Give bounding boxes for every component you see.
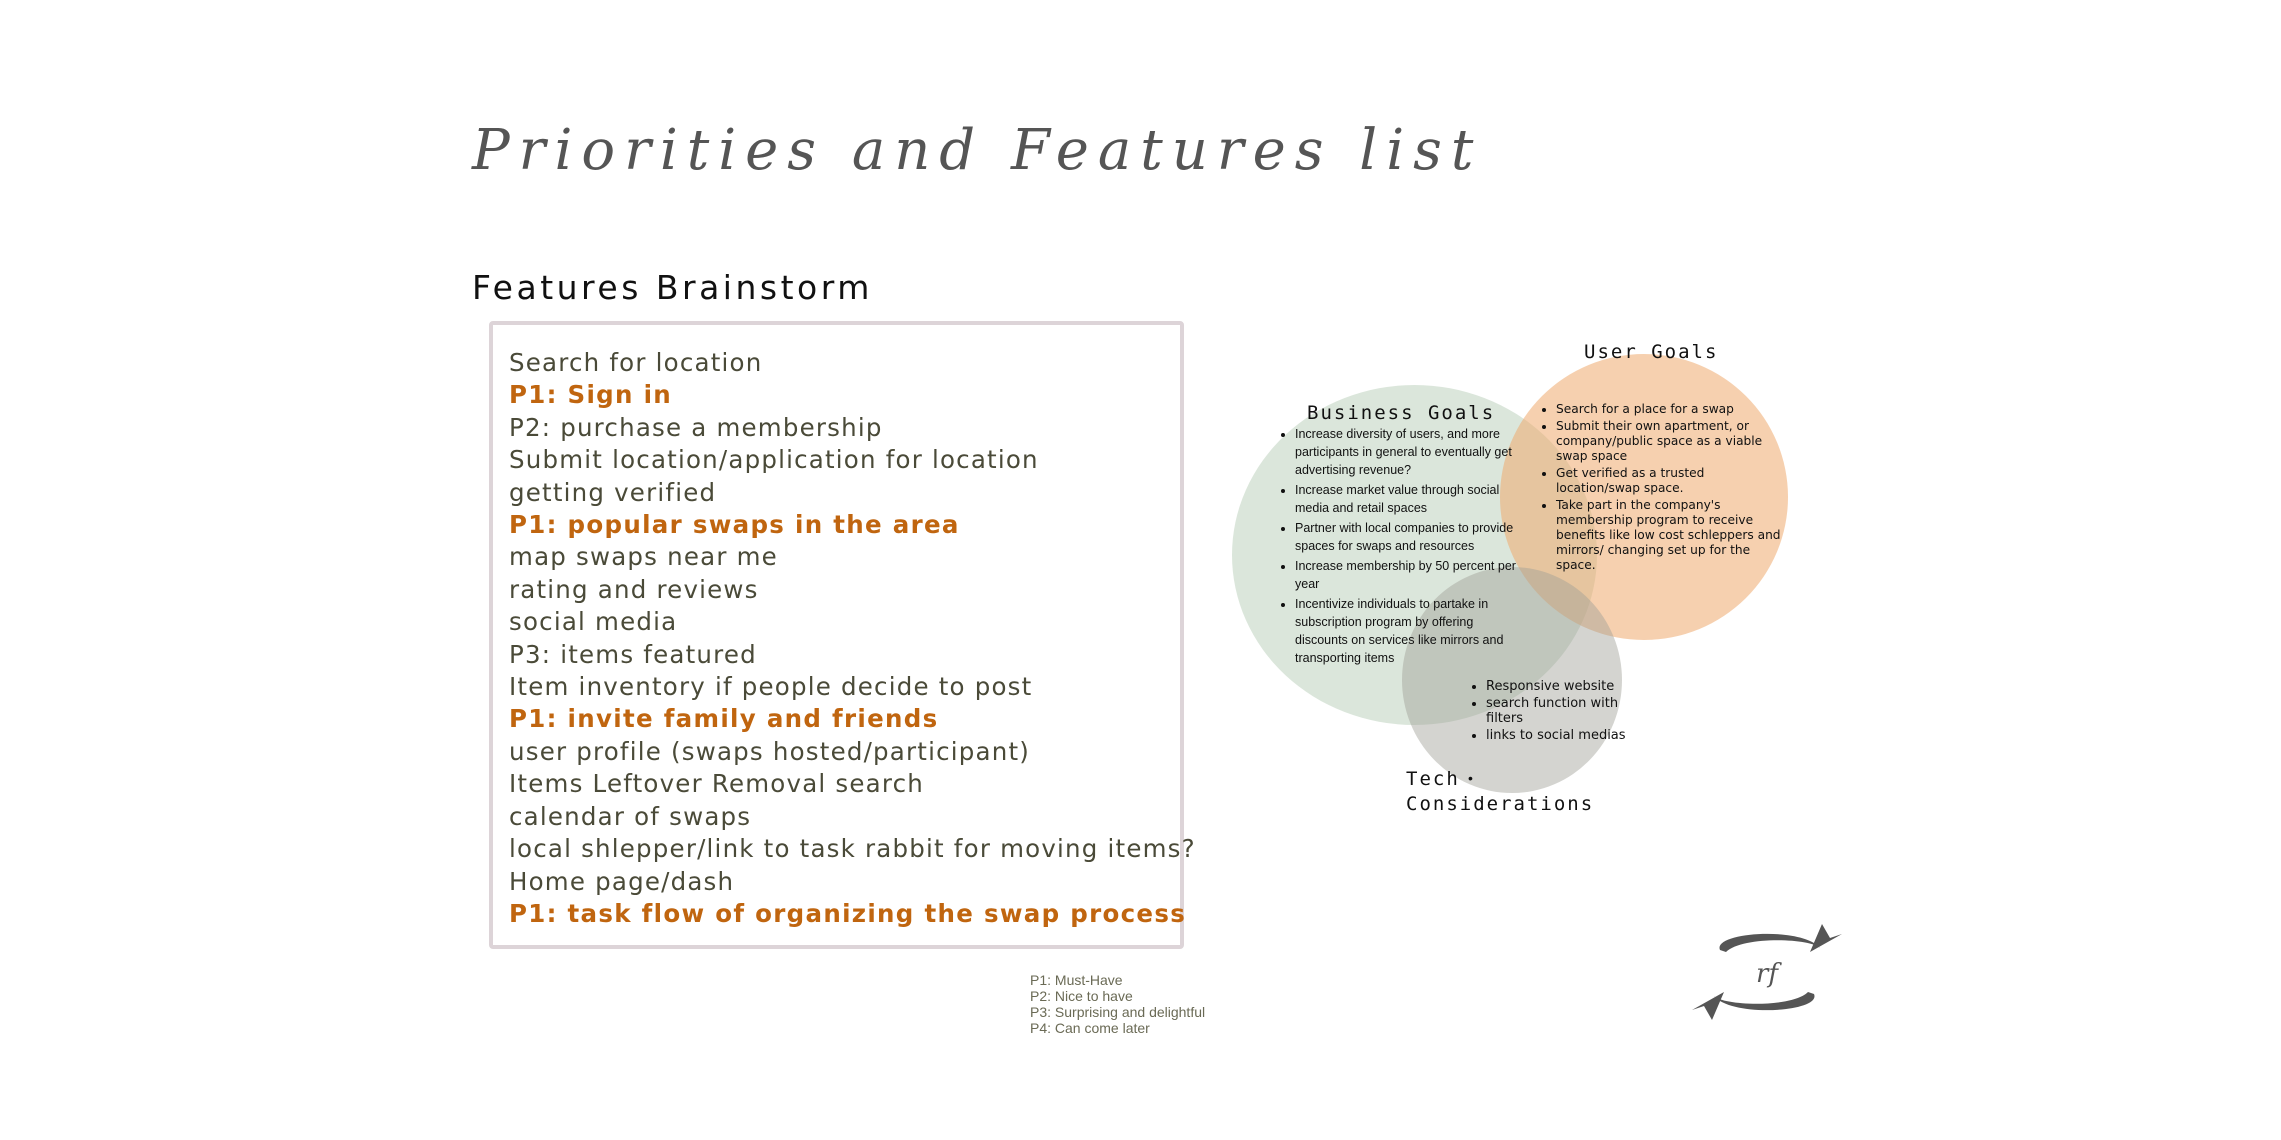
tech-item: search function with filters [1486, 696, 1626, 726]
business-goal-item: Incentivize individuals to partake in su… [1295, 595, 1525, 667]
tech-title-line: Tech [1406, 768, 1460, 790]
feature-item: local shlepper/link to task rabbit for m… [509, 834, 1196, 864]
feature-item: social media [509, 607, 678, 637]
legend-item: P2: Nice to have [1030, 988, 1133, 1004]
business-goals-title: Business Goals [1307, 402, 1496, 424]
user-goal-item: Get verified as a trusted location/swap … [1556, 466, 1788, 496]
feature-item: Search for location [509, 348, 763, 377]
tech-considerations-list: Responsive website search function with … [1472, 679, 1626, 745]
tech-considerations-circle [1402, 567, 1622, 793]
feature-item: Submit location/application for location [509, 445, 1039, 475]
priority-legend: P1: Must-Have P2: Nice to have P3: Surpr… [1030, 972, 1205, 1036]
tech-item: Responsive website [1486, 679, 1626, 694]
user-goals-list: Search for a place for a swap Submit the… [1542, 402, 1788, 575]
feature-item: Items Leftover Removal search [509, 769, 924, 799]
legend-item: P1: Must-Have [1030, 972, 1123, 988]
business-goal-item: Increase diversity of users, and more pa… [1295, 425, 1525, 479]
feature-item: rating and reviews [509, 574, 759, 604]
feature-item: Item inventory if people decide to post [509, 672, 1033, 702]
user-goal-item: Search for a place for a swap [1556, 402, 1788, 417]
feature-item: P3: items featured [509, 639, 757, 669]
tech-considerations-title: Tech Considerations [1406, 767, 1594, 817]
page-title: Priorities and Features list [472, 118, 1483, 183]
legend-item: P4: Can come later [1030, 1020, 1150, 1036]
feature-item: Home page/dash [509, 866, 735, 896]
features-box: Search for location P1: Sign in P2: purc… [489, 321, 1196, 949]
feature-item: getting verified [509, 477, 717, 507]
feature-item: calendar of swaps [509, 801, 752, 831]
feature-item-p1: P1: invite family and friends [509, 704, 939, 734]
feature-item-p1: P1: task flow of organizing the swap pro… [509, 898, 1187, 928]
tech-title-line: Considerations [1406, 793, 1595, 815]
logo-monogram: rf [1756, 959, 1782, 989]
business-goal-item: Increase membership by 50 percent per ye… [1295, 557, 1525, 593]
user-goal-item: Submit their own apartment, or company/p… [1556, 419, 1788, 464]
feature-item-p1: P1: popular swaps in the area [509, 510, 960, 540]
tech-item: links to social medias [1486, 728, 1626, 743]
feature-item: P2: purchase a membership [509, 412, 883, 442]
user-goal-item: Take part in the company's membership pr… [1556, 498, 1788, 573]
leaf-swirl-logo-icon: rf [1692, 924, 1842, 1020]
legend-item: P3: Surprising and delightful [1030, 1004, 1206, 1020]
section-title-features-brainstorm: Features Brainstorm [472, 268, 873, 307]
feature-item: user profile (swaps hosted/participant) [509, 736, 1031, 766]
feature-item-p1: P1: Sign in [509, 380, 673, 410]
business-goal-item: Partner with local companies to provide … [1295, 519, 1525, 555]
empty-bullet-icon: • [1468, 770, 1473, 786]
feature-item: map swaps near me [509, 542, 778, 572]
user-goals-title: User Goals [1584, 341, 1719, 363]
business-goals-list: Increase diversity of users, and more pa… [1281, 425, 1525, 669]
user-goals-circle [1500, 354, 1788, 640]
business-goal-item: Increase market value through social med… [1295, 481, 1525, 517]
